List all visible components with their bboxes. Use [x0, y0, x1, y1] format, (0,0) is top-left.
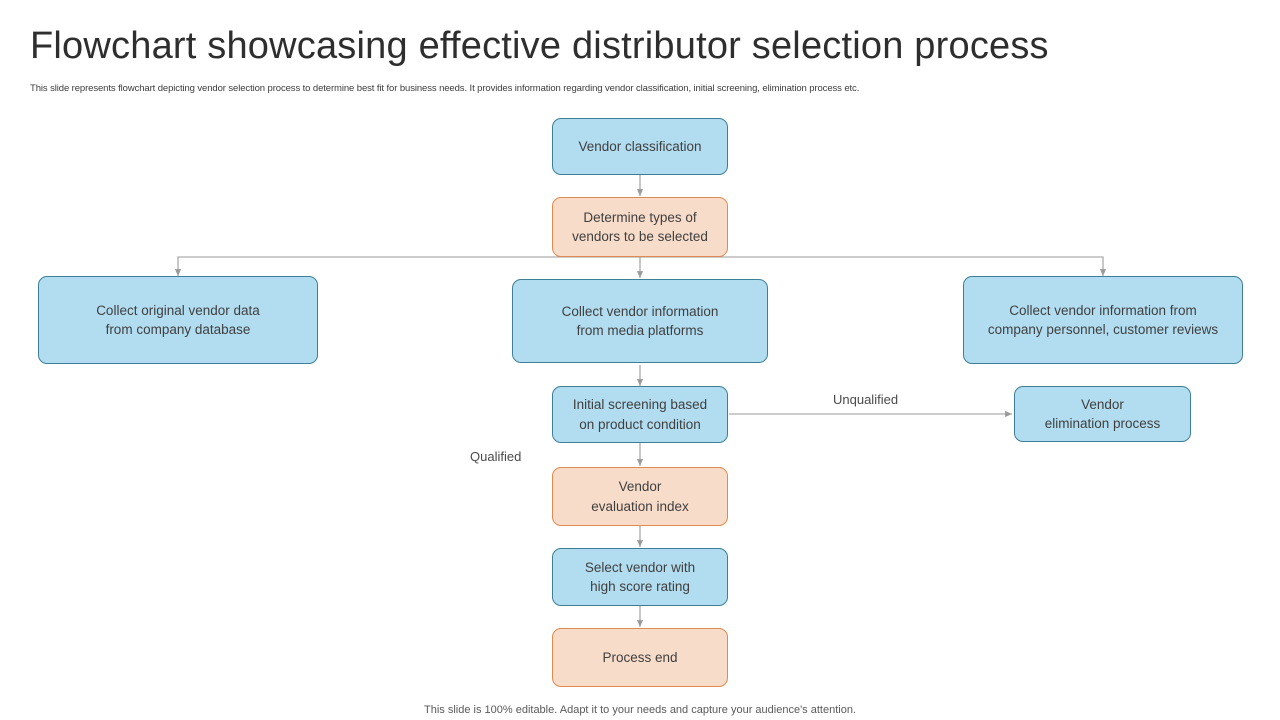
- node-process-end[interactable]: Process end: [552, 628, 728, 687]
- page-title: Flowchart showcasing effective distribut…: [30, 25, 1049, 67]
- edge-label-unqualified: Unqualified: [833, 392, 899, 407]
- edge-determine-to-right: [640, 256, 1107, 276]
- page-subtitle: This slide represents flowchart depictin…: [30, 83, 860, 94]
- footer-note: This slide is 100% editable. Adapt it to…: [424, 704, 856, 716]
- edge-determine-to-left: [174, 256, 640, 276]
- edge-label-qualified: Qualified: [470, 449, 522, 464]
- node-vendor-classification[interactable]: Vendor classification: [552, 118, 728, 175]
